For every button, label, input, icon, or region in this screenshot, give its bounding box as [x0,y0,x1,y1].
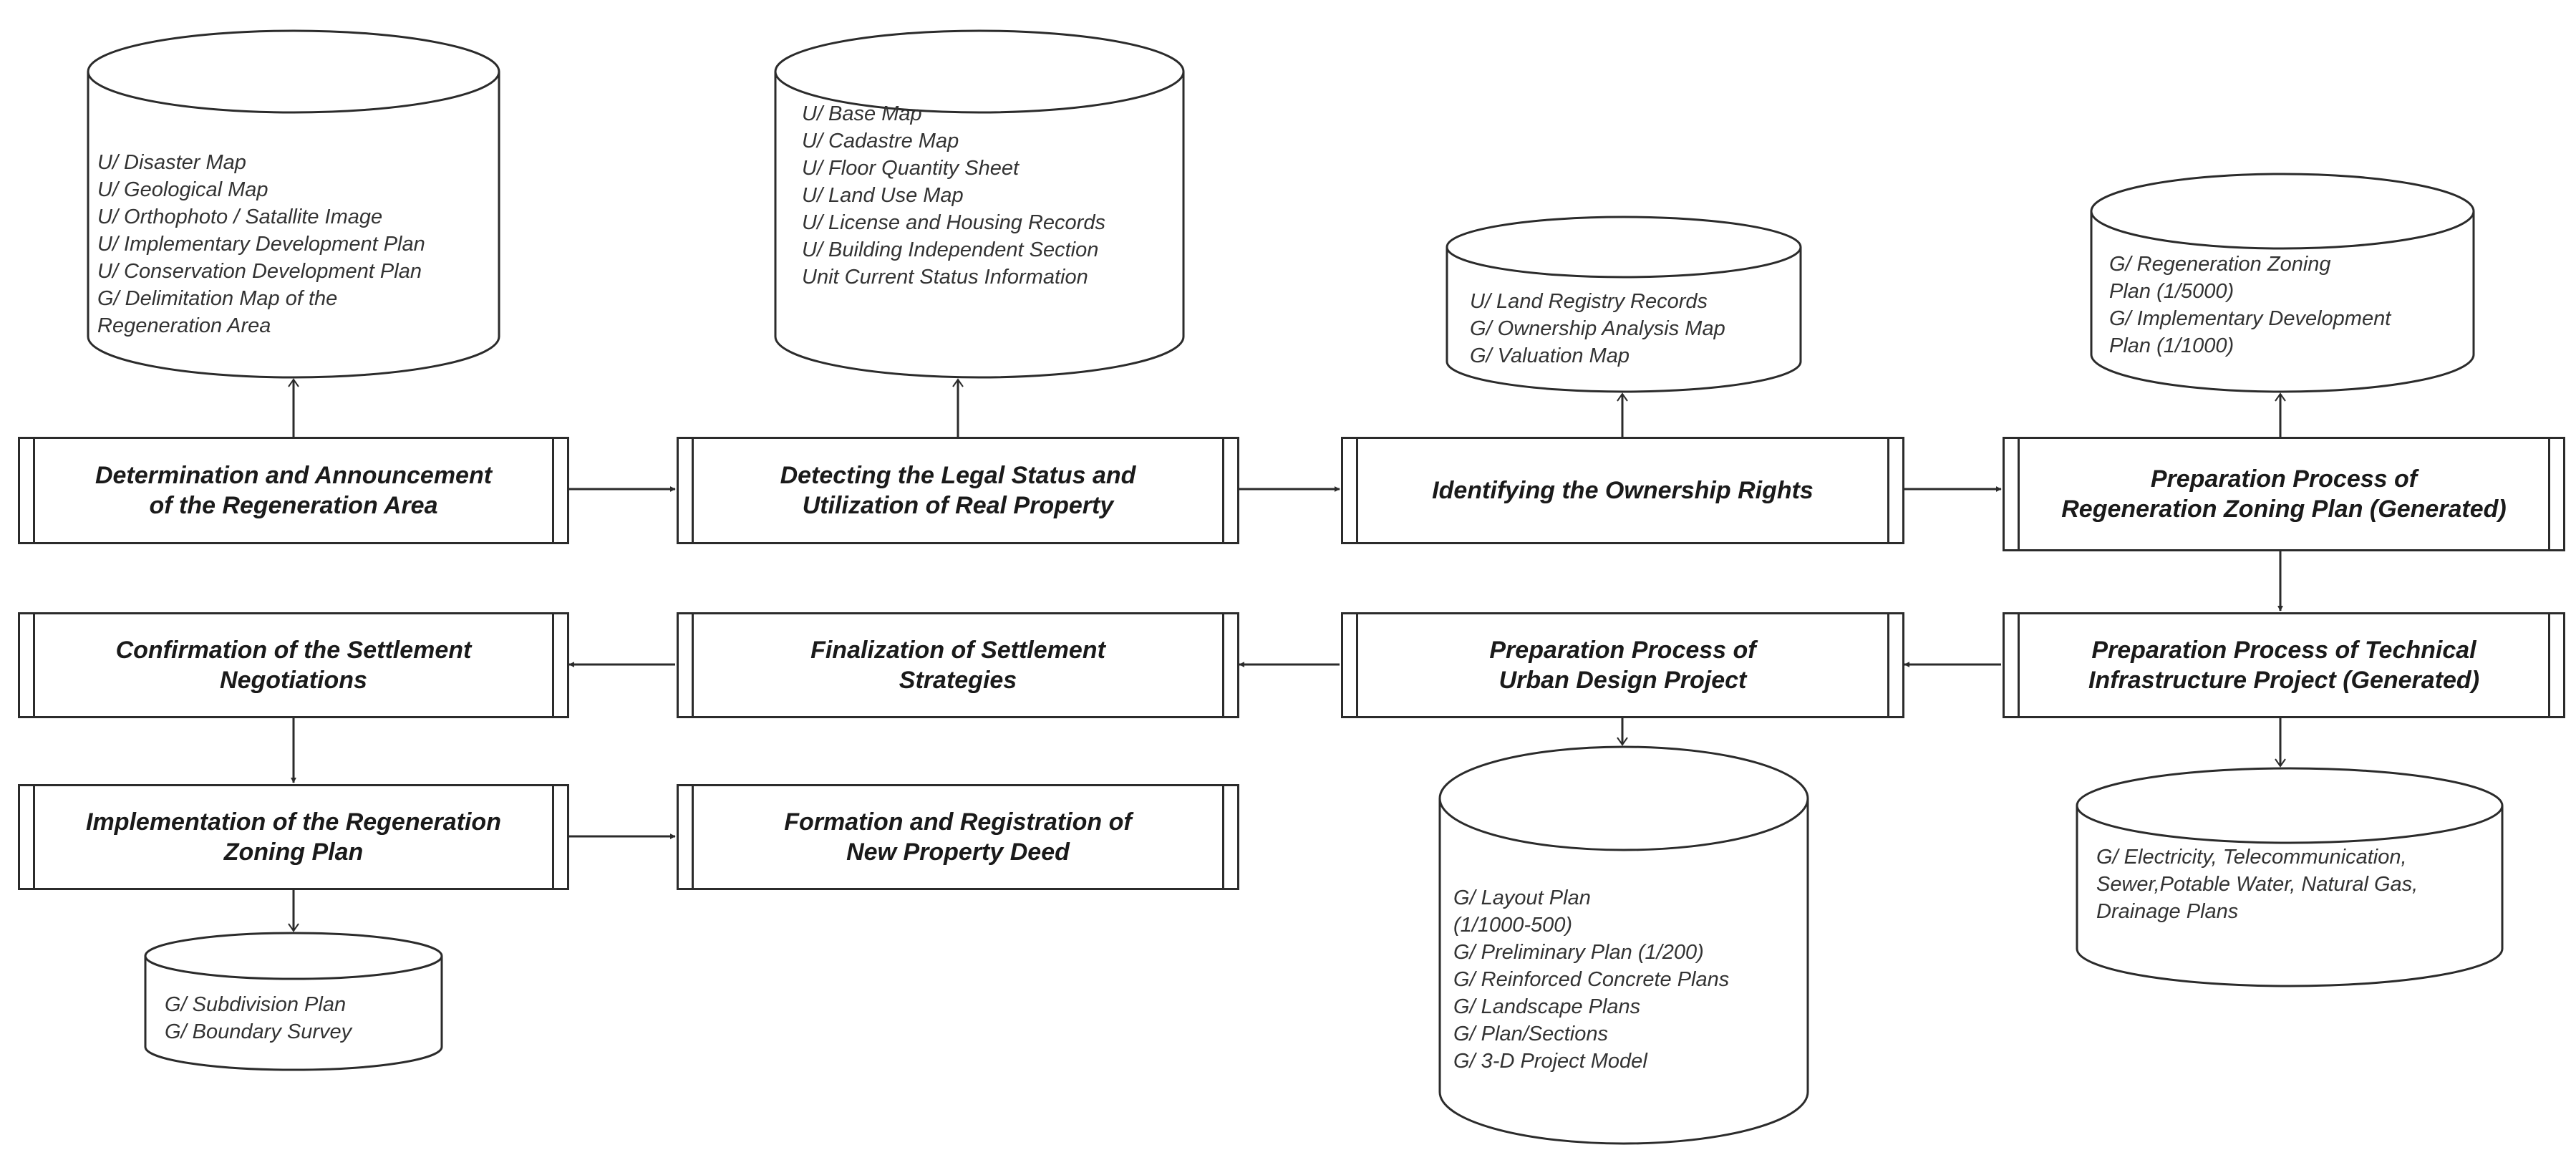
data-store-text: G/ Layout Plan (1/1000-500) G/ Prelimina… [1453,886,1730,1073]
process-legal-status: Detecting the Legal Status and Utilizati… [677,437,1239,544]
data-store-text: G/ Regeneration Zoning Plan (1/5000) G/ … [2109,253,2391,357]
cylinder-shape-icon [1446,216,1802,393]
data-store-text: G/ Electricity, Telecommunication, Sewer… [2096,846,2418,923]
process-label: Formation and Registration of New Proper… [784,808,1132,866]
process-technical-infrastructure: Preparation Process of Technical Infrast… [2003,612,2565,718]
data-store-text: G/ Subdivision Plan G/ Boundary Survey [165,993,352,1043]
nub-c3 [1617,392,1628,402]
process-label: Implementation of the Regeneration Zonin… [86,808,501,866]
process-label: Identifying the Ownership Rights [1432,477,1814,504]
process-label: Preparation Process of Urban Design Proj… [1489,637,1756,694]
process-label: Detecting the Legal Status and Utilizati… [780,462,1136,519]
data-store-urban-design: G/ Layout Plan (1/1000-500) G/ Prelimina… [1438,745,1810,1146]
process-ownership-rights: Identifying the Ownership Rights [1341,437,1904,544]
process-zoning-plan: Preparation Process of Regeneration Zoni… [2003,437,2565,551]
process-label: Confirmation of the Settlement Negotiati… [115,637,472,694]
process-label: Preparation Process of Regeneration Zoni… [2061,465,2507,523]
nub-c6 [1617,737,1628,746]
nub-c4 [2275,392,2286,402]
data-store-text: U/ Disaster Map U/ Geological Map U/ Ort… [97,151,425,337]
nub-c2 [952,378,964,387]
data-store-legal-status: U/ Base Map U/ Cadastre Map U/ Floor Qua… [773,29,1186,380]
data-store-subdivision: G/ Subdivision Plan G/ Boundary Survey [143,931,444,1074]
data-store-text: U/ Land Registry Records G/ Ownership An… [1470,290,1725,367]
nub-c7 [288,923,299,932]
data-store-zoning-plan: G/ Regeneration Zoning Plan (1/5000) G/ … [2089,172,2476,394]
process-finalization: Finalization of Settlement Strategies [677,612,1239,718]
cylinder-shape-icon [87,29,500,379]
process-confirmation: Confirmation of the Settlement Negotiati… [18,612,569,718]
process-property-deed: Formation and Registration of New Proper… [677,784,1239,890]
process-implementation: Implementation of the Regeneration Zonin… [18,784,569,890]
cylinder-shape-icon [144,932,443,1071]
cylinder-shape-icon [2090,173,2475,393]
cylinder-shape-icon [1438,745,1809,1145]
data-store-regeneration-area: U/ Disaster Map U/ Geological Map U/ Ort… [86,29,501,380]
data-store-ownership: U/ Land Registry Records G/ Ownership An… [1445,215,1803,394]
data-store-infrastructure: G/ Electricity, Telecommunication, Sewer… [2075,766,2504,988]
cylinder-shape-icon [774,29,1185,379]
data-store-text: U/ Base Map U/ Cadastre Map U/ Floor Qua… [802,102,1105,289]
cylinder-shape-icon [2076,767,2504,987]
process-label: Preparation Process of Technical Infrast… [2088,637,2480,694]
nub-c5 [2275,758,2286,768]
process-urban-design: Preparation Process of Urban Design Proj… [1341,612,1904,718]
nub-c1 [288,378,299,387]
process-determination: Determination and Announcement of the Re… [18,437,569,544]
process-label: Finalization of Settlement Strategies [810,637,1105,694]
process-label: Determination and Announcement of the Re… [95,462,493,519]
